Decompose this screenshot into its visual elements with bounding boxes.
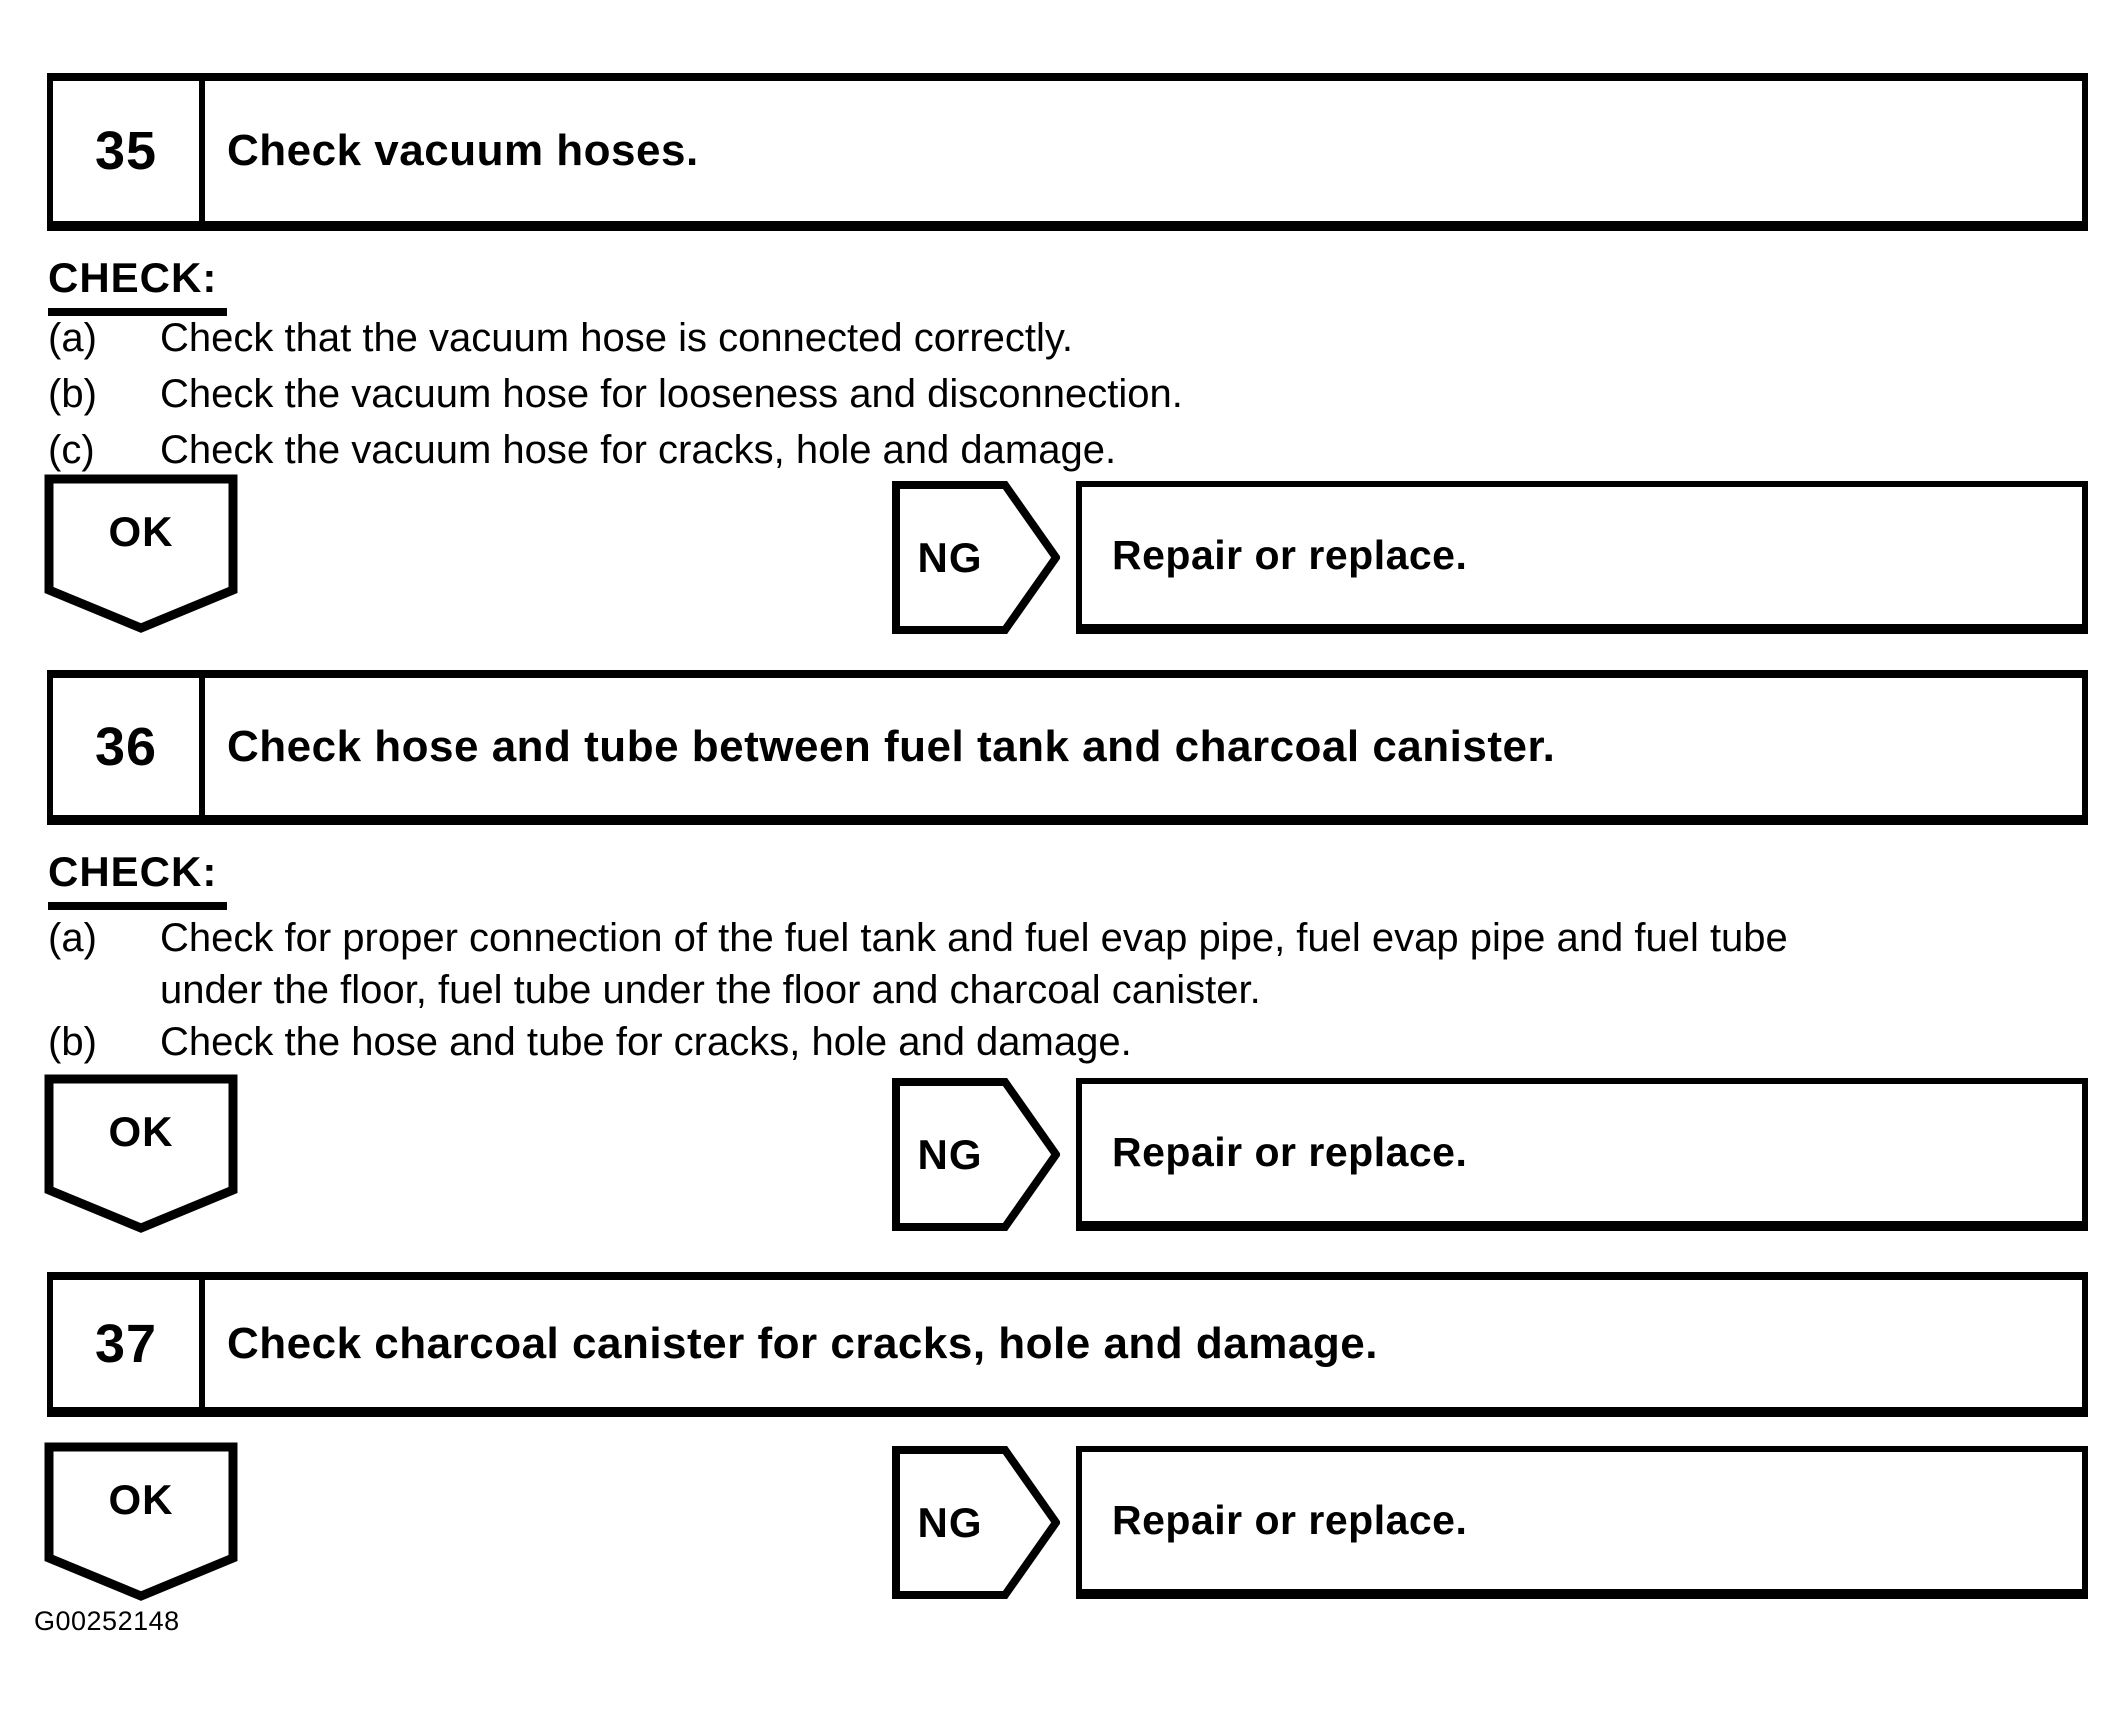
check-list: (a) Check for proper connection of the f… — [48, 912, 1860, 1068]
repair-action-box: Repair or replace. — [1076, 1078, 2088, 1231]
step-title-cell: Check charcoal canister for cracks, hole… — [205, 1280, 2082, 1407]
ng-connector-label: NG — [917, 533, 983, 581]
check-item-label: (c) — [48, 428, 95, 472]
pentagon-down-icon — [44, 1074, 238, 1233]
repair-action-box: Repair or replace. — [1076, 481, 2088, 634]
step-36-header: 36 Check hose and tube between fuel tank… — [47, 670, 2088, 825]
step-number-cell: 36 — [53, 678, 205, 815]
check-item: (b) Check the hose and tube for cracks, … — [48, 1016, 1860, 1068]
ok-connector-label: OK — [108, 1108, 174, 1155]
step-title: Check charcoal canister for cracks, hole… — [227, 1318, 1378, 1368]
pentagon-right-icon — [892, 1078, 1060, 1231]
pentagon-down-icon — [44, 474, 238, 633]
step-37-header: 37 Check charcoal canister for cracks, h… — [47, 1272, 2088, 1417]
repair-action-text: Repair or replace. — [1112, 1497, 1468, 1543]
ng-connector: NG — [892, 1078, 1060, 1231]
check-item-text: Check the hose and tube for cracks, hole… — [160, 1020, 1132, 1064]
check-item-text: Check the vacuum hose for looseness and … — [160, 372, 1183, 416]
check-heading: CHECK: — [48, 254, 228, 316]
check-item-text: Check the vacuum hose for cracks, hole a… — [160, 428, 1117, 472]
ng-connector: NG — [892, 481, 1060, 634]
pentagon-right-icon — [892, 481, 1060, 634]
step-number: 35 — [94, 121, 158, 181]
step-title: Check hose and tube between fuel tank an… — [227, 721, 1556, 771]
step-35-header: 35 Check vacuum hoses. — [47, 73, 2088, 231]
check-item-label: (b) — [48, 1020, 97, 1064]
ok-connector: OK — [44, 474, 238, 634]
check-item: (b) Check the vacuum hose for looseness … — [48, 366, 1183, 422]
ng-connector-label: NG — [917, 1498, 983, 1546]
ok-connector: OK — [44, 1442, 238, 1602]
pentagon-down-icon — [44, 1442, 238, 1601]
check-item-label: (b) — [48, 372, 97, 416]
repair-action-text: Repair or replace. — [1112, 1129, 1468, 1175]
step-title-cell: Check vacuum hoses. — [205, 81, 2082, 221]
step-title-cell: Check hose and tube between fuel tank an… — [205, 678, 2082, 815]
check-item-text: Check for proper connection of the fuel … — [160, 916, 1788, 1012]
check-list: (a) Check that the vacuum hose is connec… — [48, 310, 1183, 478]
check-item: (a) Check for proper connection of the f… — [48, 912, 1860, 1016]
figure-code: G00252148 — [34, 1606, 180, 1636]
repair-action-text: Repair or replace. — [1112, 532, 1468, 578]
pentagon-right-icon — [892, 1446, 1060, 1599]
check-item-label: (a) — [48, 316, 97, 360]
step-title: Check vacuum hoses. — [227, 126, 699, 175]
check-item: (a) Check that the vacuum hose is connec… — [48, 310, 1183, 366]
ng-connector: NG — [892, 1446, 1060, 1599]
check-item-text: Check that the vacuum hose is connected … — [160, 316, 1074, 360]
ok-connector-label: OK — [108, 1476, 174, 1523]
ng-connector-label: NG — [917, 1130, 983, 1178]
ok-connector: OK — [44, 1074, 238, 1234]
step-number-cell: 37 — [53, 1280, 205, 1407]
step-number: 36 — [94, 716, 158, 777]
step-number: 37 — [94, 1313, 158, 1374]
check-item: (c) Check the vacuum hose for cracks, ho… — [48, 422, 1183, 478]
step-number-cell: 35 — [53, 81, 205, 221]
ok-connector-label: OK — [108, 508, 174, 555]
check-item-label: (a) — [48, 916, 97, 960]
repair-action-box: Repair or replace. — [1076, 1446, 2088, 1599]
check-heading: CHECK: — [48, 848, 228, 910]
